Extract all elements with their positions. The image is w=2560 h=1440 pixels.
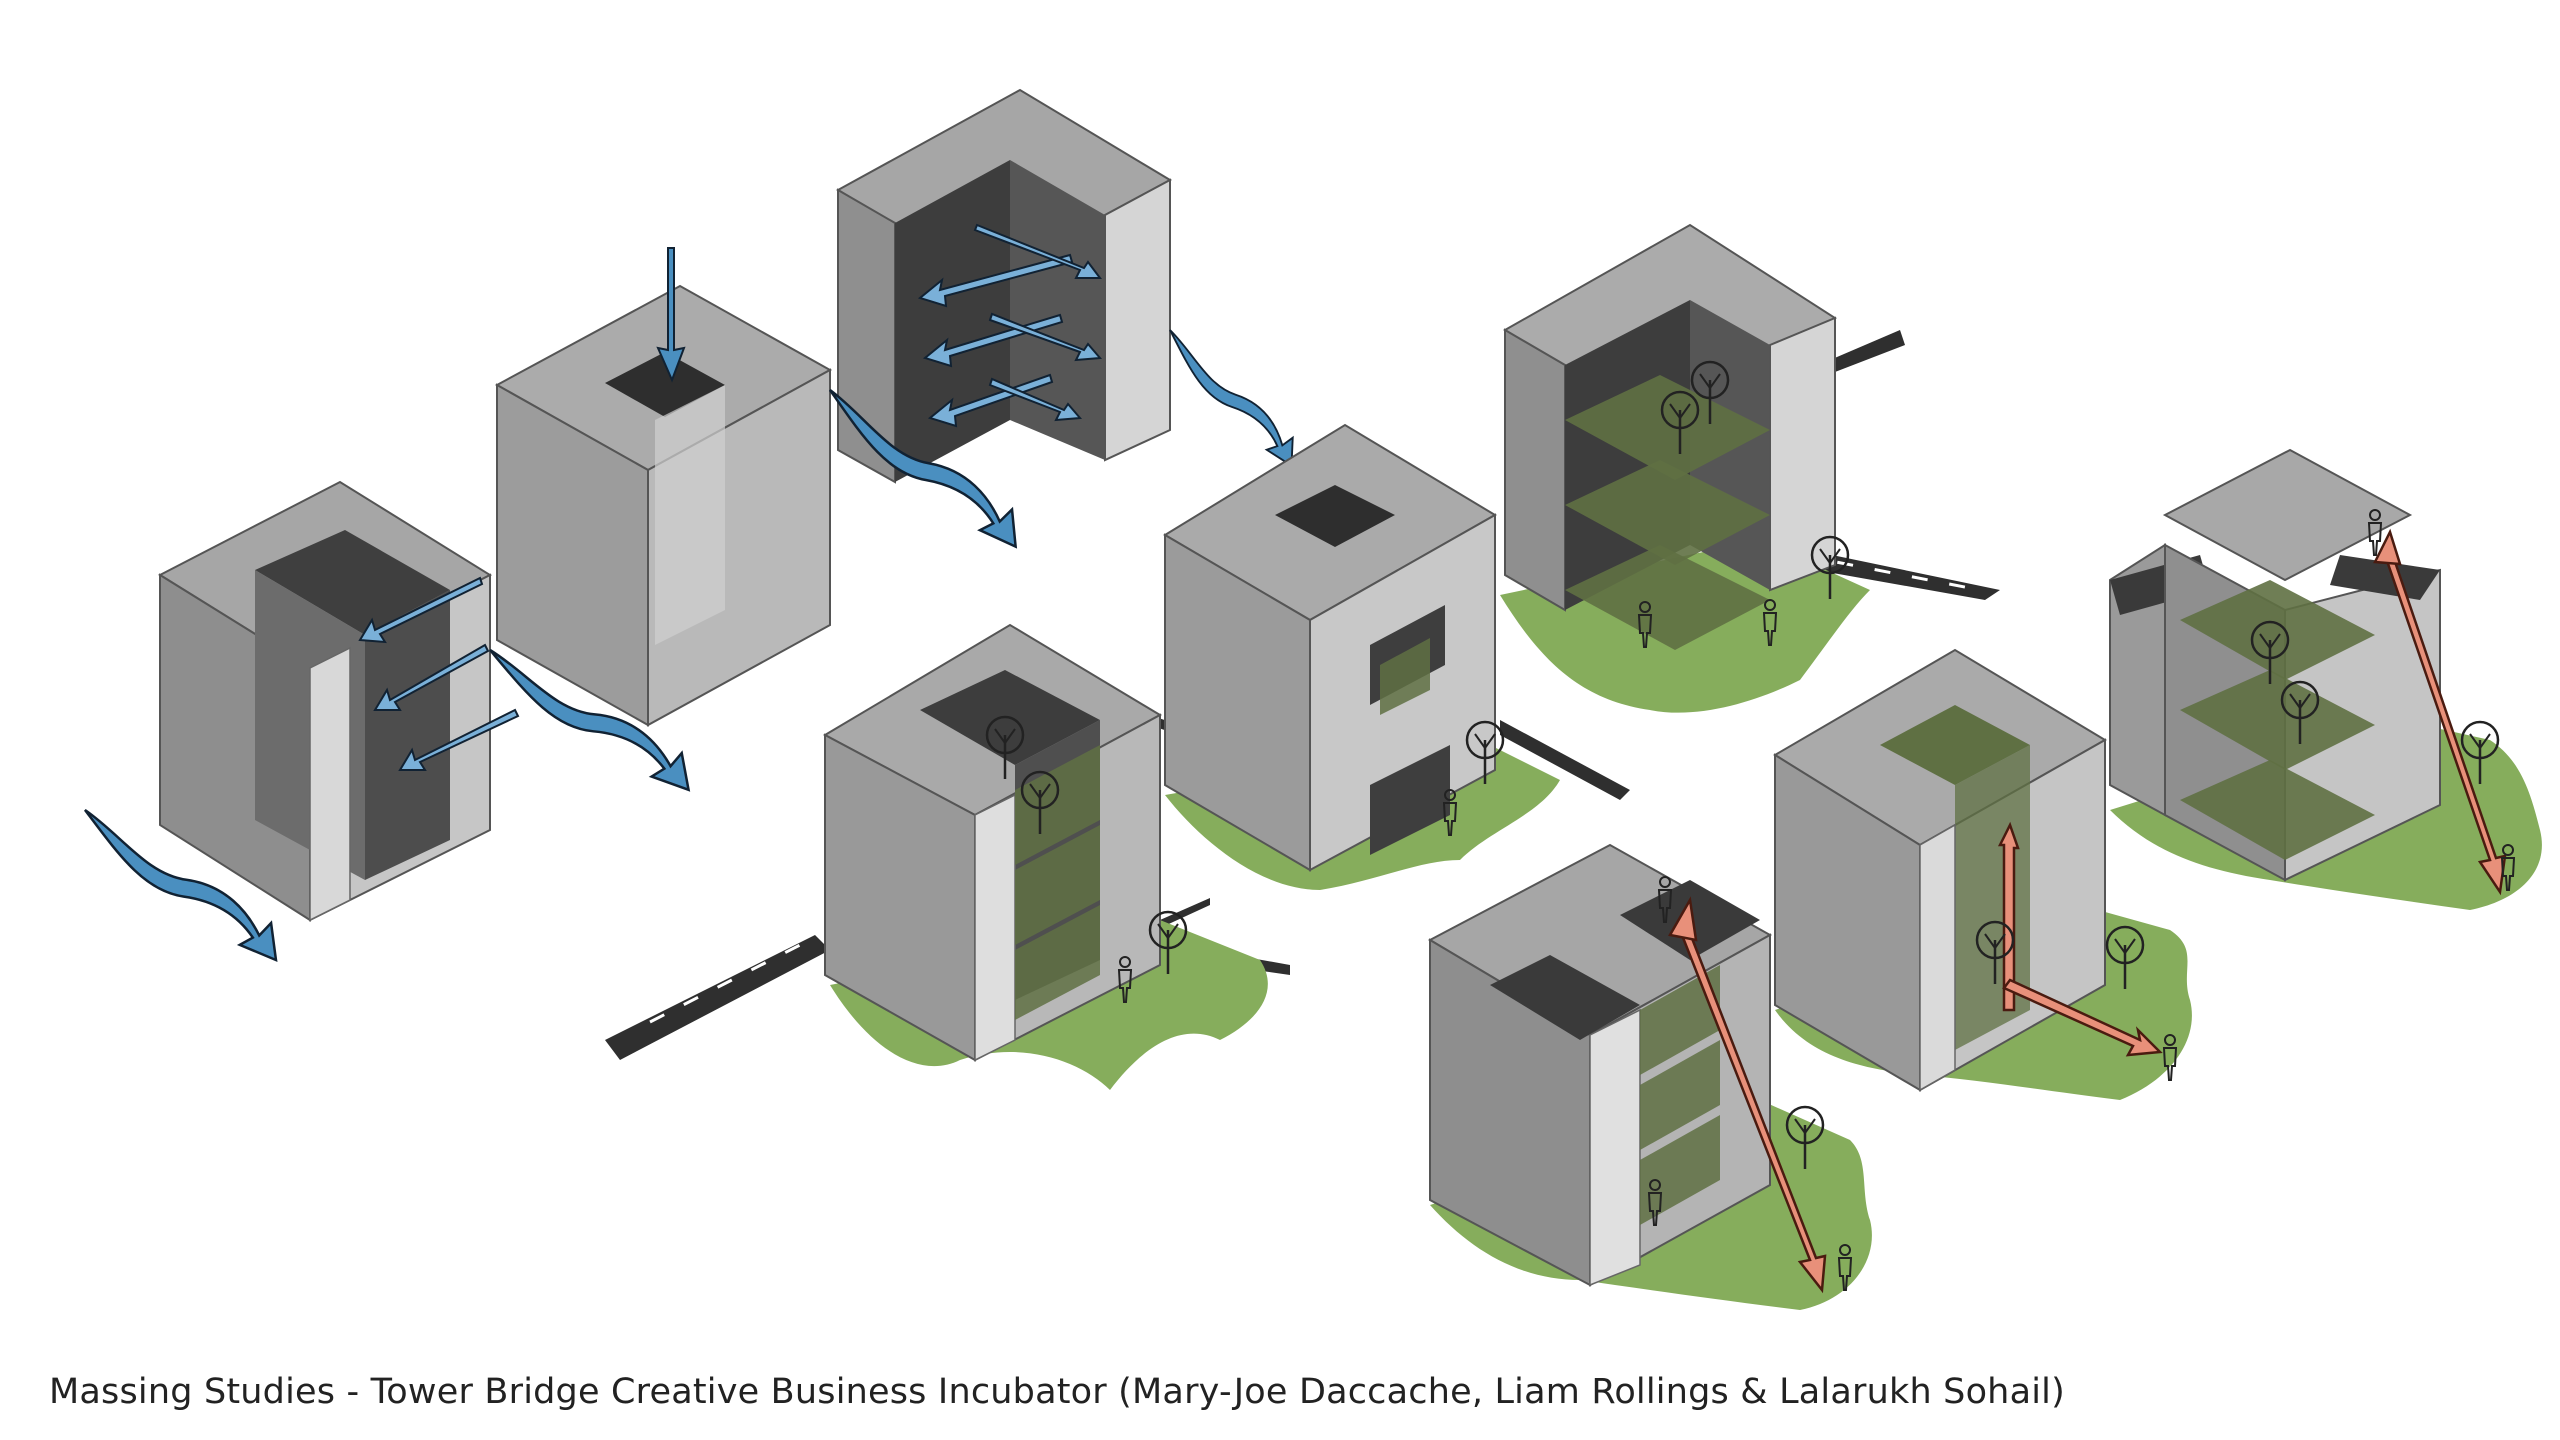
wind-arrow-icon xyxy=(358,576,520,771)
massing-block-2 xyxy=(494,284,833,727)
wind-arrow-icon xyxy=(656,247,686,383)
massing-block-1 xyxy=(157,480,493,922)
wind-arrow-icon xyxy=(917,223,1103,428)
massing-block-6 xyxy=(1503,223,1837,650)
massing-block-5 xyxy=(1163,423,1497,872)
massing-block-4 xyxy=(822,623,1163,1062)
figure-caption: Massing Studies - Tower Bridge Creative … xyxy=(49,1372,2065,1412)
massing-block-3 xyxy=(836,88,1173,484)
view-arrow-icon xyxy=(1668,528,2507,1294)
